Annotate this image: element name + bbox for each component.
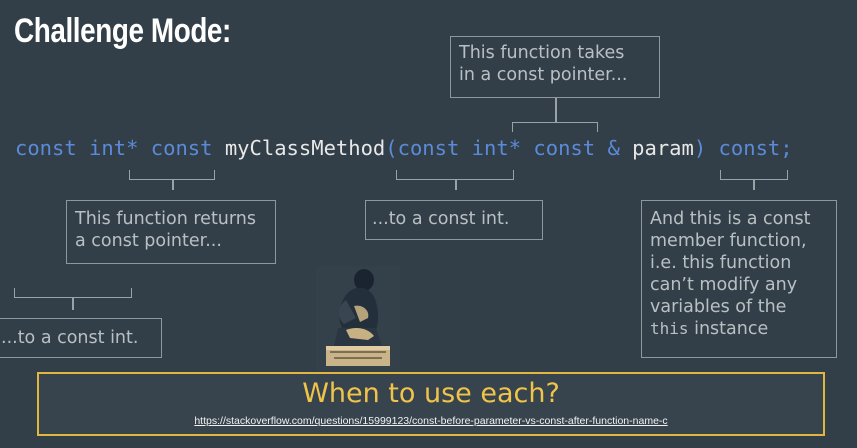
bracket-param-int: [396, 170, 514, 180]
connector-return-int: [72, 298, 74, 310]
note-takes-pointer: This function takes in a const pointer..…: [450, 36, 660, 98]
note-returns-line1: This function returns: [75, 209, 256, 229]
code-part-param-type: (const int* const: [385, 136, 608, 160]
note-left-text: ...to a const int.: [1, 328, 139, 348]
connector-returns: [172, 180, 174, 190]
note-returns-pointer: This function returns a const pointer...: [66, 200, 276, 264]
note-member-line6-rest: instance: [688, 319, 769, 339]
note-member-line1: And this is a const: [650, 209, 811, 229]
connector-takes-mid: [555, 112, 557, 123]
note-member-line3: i.e. this function: [650, 253, 792, 273]
code-part-return: const int* const: [15, 136, 225, 160]
bracket-method-const: [720, 170, 788, 180]
connector-takes: [555, 98, 557, 112]
note-mid-text: ...to a const int.: [372, 209, 510, 229]
bracket-return-int: [14, 288, 132, 298]
note-const-member: And this is a const member function, i.e…: [641, 200, 837, 358]
code-ampersand: &: [607, 136, 633, 160]
code-signature: const int* const myClassMethod(const int…: [15, 136, 793, 160]
connector-member: [753, 180, 755, 190]
note-returns-line2: a const pointer...: [75, 231, 222, 251]
note-member-line5: variables of the: [650, 297, 787, 317]
thinker-statue-icon: [316, 266, 400, 370]
stackoverflow-link[interactable]: https://stackoverflow.com/questions/1599…: [194, 415, 668, 427]
code-function-name: myClassMethod: [224, 136, 386, 160]
note-member-line4: can’t modify any: [650, 275, 798, 295]
slide-title: Challenge Mode:: [14, 12, 231, 50]
code-keyword-this: this: [650, 319, 689, 338]
bracket-return-const: [129, 170, 215, 180]
note-takes-line2: in a const pointer...: [459, 65, 628, 85]
note-to-const-int-left: ...to a const int.: [0, 318, 162, 358]
note-takes-line1: This function takes: [459, 43, 625, 63]
banner-title: When to use each?: [302, 378, 560, 409]
code-part-end: ) const;: [693, 136, 793, 160]
connector-param-int: [455, 180, 457, 190]
banner-when-to-use: When to use each? https://stackoverflow.…: [37, 372, 825, 436]
bracket-param-pointer: [512, 122, 598, 132]
note-member-line6: this instance: [650, 318, 836, 340]
note-member-line2: member function,: [650, 231, 807, 251]
note-to-const-int-mid: ...to a const int.: [365, 200, 543, 240]
code-param-name: param: [632, 136, 694, 160]
